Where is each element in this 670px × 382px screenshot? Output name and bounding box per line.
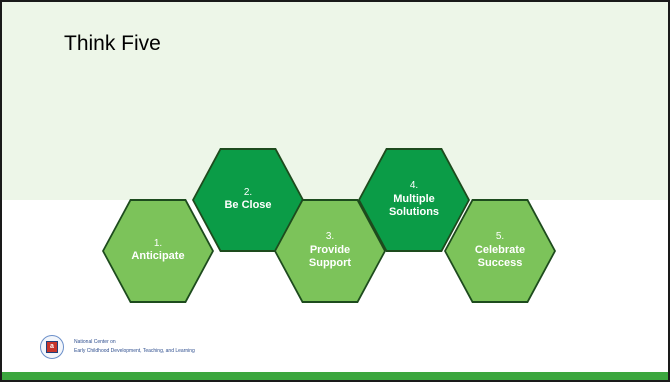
step-number: 4. [409, 180, 419, 191]
step-label: Multiple Solutions [388, 192, 440, 219]
logo-block: a [46, 341, 58, 353]
logo-line-1: National Center on [74, 339, 116, 345]
step-number: 2. [243, 186, 253, 198]
logo-line-2: Early Childhood Development, Teaching, a… [74, 348, 195, 354]
bottom-bar [2, 372, 668, 380]
step-number: 3. [325, 231, 335, 242]
step-number: 5. [495, 231, 505, 242]
slide-title: Think Five [64, 32, 161, 55]
step-number: 1. [153, 237, 163, 249]
logo-text: National Center on Early Childhood Devel… [74, 338, 195, 356]
step-label: Provide Support [308, 243, 352, 270]
header-band [2, 2, 668, 200]
logo-badge-icon: a [40, 335, 64, 359]
step-label: Be Close [224, 199, 272, 212]
organization-logo: a National Center on Early Childhood Dev… [40, 335, 195, 359]
hexagon-step-1: 1. Anticipate [102, 199, 214, 303]
step-label: Anticipate [131, 250, 185, 263]
step-label: Celebrate Success [474, 243, 526, 270]
